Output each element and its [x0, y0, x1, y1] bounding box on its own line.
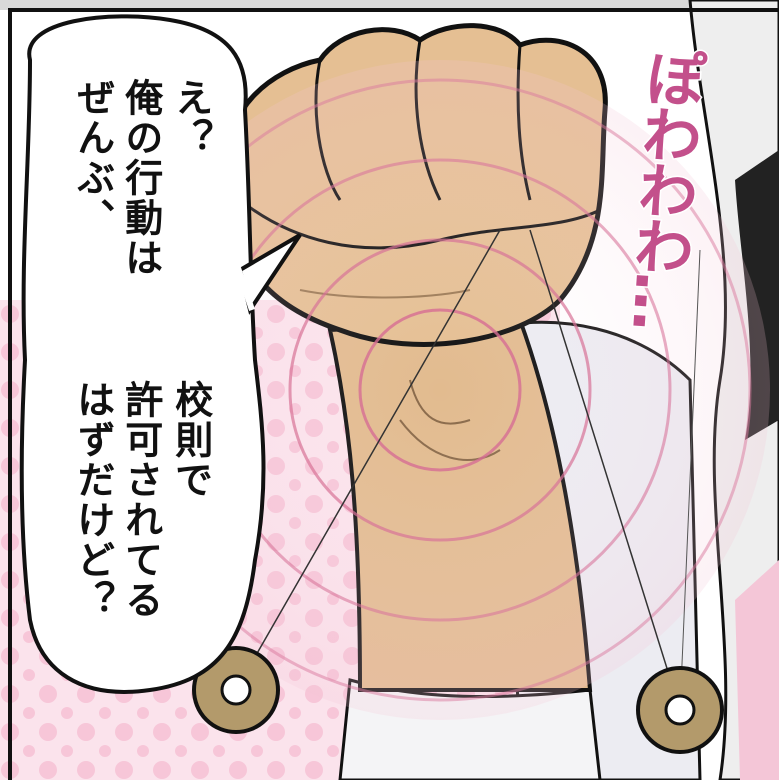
coin-left [192, 646, 280, 734]
dialogue-line: はずだけど？ [70, 380, 115, 620]
dialogue-line: ぜんぶ、 [70, 78, 115, 238]
coin-right [636, 666, 724, 754]
speech-bubble [19, 14, 266, 694]
dialogue-line: 校則で [168, 380, 213, 500]
dialogue-line: え？ [168, 78, 213, 158]
dialogue-line: 俺の行動は [118, 78, 163, 278]
dialogue-line: 許可されてる [118, 380, 163, 620]
